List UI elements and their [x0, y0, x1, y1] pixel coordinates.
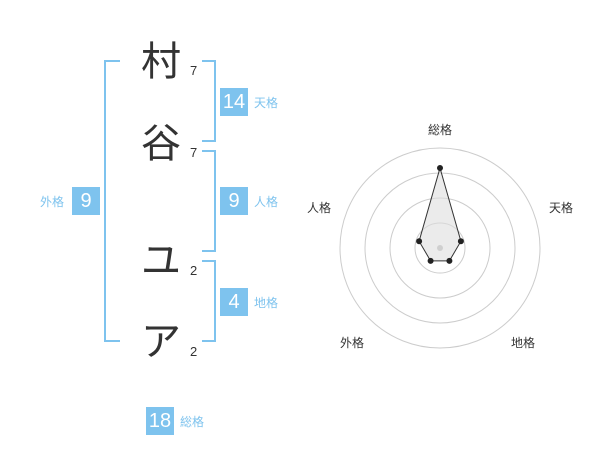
- stroke-count-2: 7: [190, 145, 198, 160]
- radar-ring-4: [339, 147, 541, 349]
- jinkaku-bracket: [202, 150, 216, 252]
- tenkaku-bracket: [202, 60, 216, 142]
- radar-center-dot: [437, 245, 443, 251]
- gaikaku-label: 外格: [40, 195, 65, 209]
- name-char-3: ユ: [141, 238, 181, 284]
- name-char-4: ア: [141, 319, 181, 365]
- gaikaku-score: 9: [72, 187, 100, 215]
- radar-point-1: [437, 165, 443, 171]
- radar-label-right: 天格: [549, 201, 574, 215]
- tenkaku-label: 天格: [254, 96, 279, 110]
- radar-point-3: [446, 257, 453, 264]
- chikaku-bracket: [202, 260, 216, 342]
- chikaku-label: 地格: [254, 296, 279, 310]
- radar-label-bottom-right: 地格: [511, 336, 536, 350]
- soukaku-score: 18: [146, 407, 174, 435]
- stroke-count-3: 2: [190, 263, 198, 278]
- name-char-1: 村: [141, 39, 181, 85]
- tenkaku-score: 14: [220, 88, 248, 116]
- radar-label-top: 総格: [428, 123, 453, 137]
- stroke-count-1: 7: [190, 63, 198, 78]
- stroke-count-4: 2: [190, 344, 198, 359]
- radar-point-5: [416, 238, 423, 245]
- radar-shape: [418, 166, 462, 262]
- soukaku-label: 総格: [180, 415, 205, 429]
- radar-point-4: [427, 257, 434, 264]
- name-char-2: 谷: [141, 121, 181, 167]
- radar-label-bottom-left: 外格: [340, 336, 365, 350]
- radar-point-2: [457, 238, 464, 245]
- jinkaku-label: 人格: [254, 195, 279, 209]
- gaikaku-bracket: [104, 60, 120, 342]
- chikaku-score: 4: [220, 288, 248, 316]
- jinkaku-score: 9: [220, 187, 248, 215]
- radar-label-left: 人格: [307, 201, 332, 215]
